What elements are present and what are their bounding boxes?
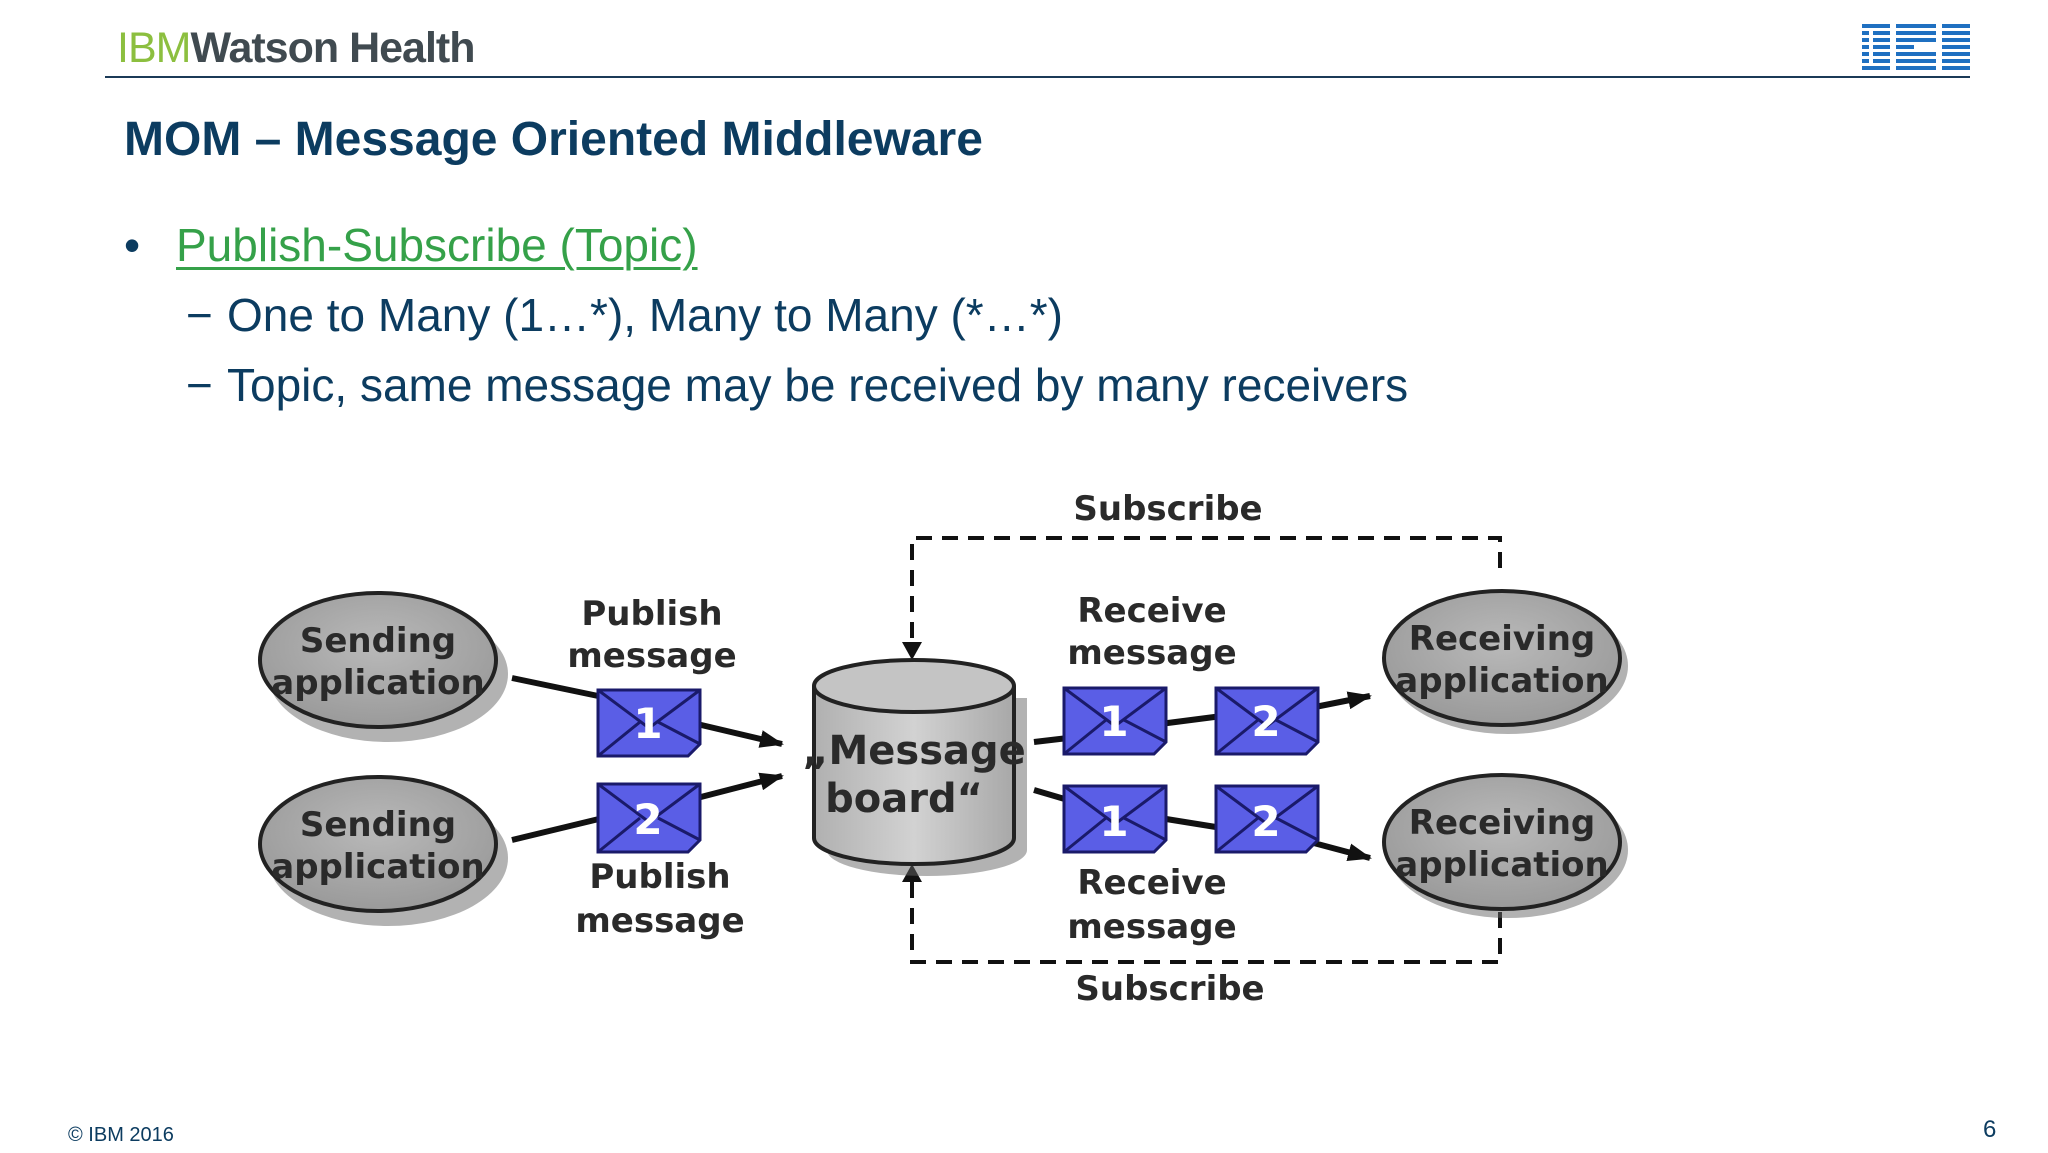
receiver-1-line1: Receiving xyxy=(1409,619,1595,659)
envelope-publish-2: 2 xyxy=(596,782,702,854)
board-line1: „Message xyxy=(802,728,1026,774)
envelope-publish-1: 1 xyxy=(596,688,702,758)
subscribe-path-top xyxy=(910,536,1502,650)
receive-bottom-line1: Receive xyxy=(1077,863,1226,903)
arrow-env1-to-board xyxy=(696,721,784,748)
receive-bottom-line2: message xyxy=(1067,907,1236,947)
subscribe-arrow-top xyxy=(902,642,922,660)
envelope-receive-bottom-1: 1 xyxy=(1062,784,1168,854)
sender-2-line1: Sending xyxy=(300,805,456,845)
receive-top-line1: Receive xyxy=(1077,591,1226,631)
arrow-to-receiver-1 xyxy=(1309,691,1372,711)
envelope-receive-top-2-number: 2 xyxy=(1251,697,1280,746)
bullet-marker: • xyxy=(124,219,141,271)
sending-application-1: Sending application xyxy=(258,591,508,742)
arrow-env2-to-board xyxy=(696,772,784,801)
subscribe-top-label: Subscribe xyxy=(1073,489,1262,529)
sub-bullet-cardinality-text: One to Many (1…*), Many to Many (*…*) xyxy=(227,289,1063,341)
arrow-rcv-bottom-between xyxy=(1159,815,1223,831)
brand-watson-health-text: Watson Health xyxy=(190,24,475,72)
envelope-receive-top-1: 1 xyxy=(1062,686,1168,756)
bullet-publish-subscribe: • Publish-Subscribe (Topic) xyxy=(124,218,698,272)
arrow-rcv-top-between xyxy=(1159,713,1223,727)
ibm-logo-icon xyxy=(1862,24,1970,70)
message-board-cylinder: „Message board“ xyxy=(802,658,1027,876)
publish-subscribe-link[interactable]: Publish-Subscribe (Topic) xyxy=(176,219,698,271)
receiver-1-line2: application xyxy=(1395,661,1609,701)
sub-bullet-topic-text: Topic, same message may be received by m… xyxy=(227,359,1409,411)
receiving-application-1: Receiving application xyxy=(1382,589,1628,734)
arrow-to-receiver-2 xyxy=(1309,839,1372,862)
envelope-receive-bottom-2-number: 2 xyxy=(1251,797,1280,846)
publish-top-line2: message xyxy=(567,636,736,676)
receive-top-line2: message xyxy=(1067,633,1236,673)
arrow-sender2-to-env xyxy=(511,815,604,843)
sender-1-line1: Sending xyxy=(300,621,456,661)
arrow-board-to-rcv-bottom xyxy=(1033,787,1069,803)
subscribe-path-bottom xyxy=(910,880,1502,964)
watson-health-brand: IBMWatson Health xyxy=(117,22,476,74)
slide-title: MOM – Message Oriented Middleware xyxy=(124,113,983,166)
dash-marker: − xyxy=(186,289,213,341)
envelope-receive-top-2: 2 xyxy=(1214,686,1320,756)
publish-bottom-line2: message xyxy=(575,901,744,941)
page-number: 6 xyxy=(1983,1116,1997,1143)
sender-2-line2: application xyxy=(271,847,485,887)
envelope-receive-bottom-2: 2 xyxy=(1214,784,1320,854)
brand-ibm-text: IBM xyxy=(117,24,191,72)
board-line2: board“ xyxy=(825,776,983,822)
envelope-receive-top-1-number: 1 xyxy=(1099,697,1128,746)
receiver-2-line1: Receiving xyxy=(1409,803,1595,843)
publish-bottom-line1: Publish xyxy=(589,857,730,897)
receiver-2-line2: application xyxy=(1395,845,1609,885)
dash-marker: − xyxy=(186,359,213,411)
receiving-application-2: Receiving application xyxy=(1382,773,1628,918)
arrow-board-to-rcv-top xyxy=(1033,735,1069,745)
subscribe-bottom-label: Subscribe xyxy=(1075,969,1264,1009)
envelope-receive-bottom-1-number: 1 xyxy=(1099,797,1128,846)
arrow-sender1-to-env xyxy=(511,675,604,700)
sub-bullet-cardinality: −One to Many (1…*), Many to Many (*…*) xyxy=(186,288,1063,342)
sending-application-2: Sending application xyxy=(258,775,508,926)
publish-top-line1: Publish xyxy=(581,594,722,634)
envelope-publish-1-number: 1 xyxy=(633,699,662,748)
envelope-publish-2-number: 2 xyxy=(633,795,662,844)
header-divider xyxy=(105,76,1970,78)
sender-1-line2: application xyxy=(271,663,485,703)
copyright-footer: © IBM 2016 xyxy=(68,1124,174,1146)
sub-bullet-topic: −Topic, same message may be received by … xyxy=(186,358,1408,412)
